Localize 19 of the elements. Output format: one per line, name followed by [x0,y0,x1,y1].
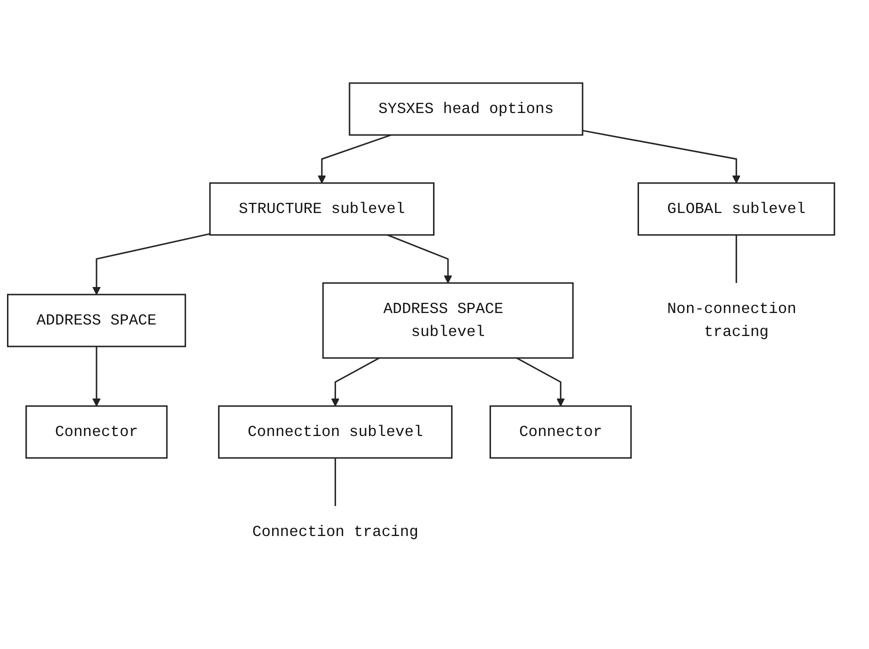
arrow [582,130,741,184]
arrow [387,234,452,284]
node-box: Connection sublevel [218,405,453,459]
connector [334,458,336,506]
arrow [318,134,392,184]
arrow [331,357,380,406]
arrow [92,346,101,406]
node-text: Connection tracing [252,523,418,541]
arrow [516,357,565,406]
node-box: Connector [25,405,168,459]
node-text: Non-connection tracing [667,300,796,341]
connector [736,234,738,283]
node-box: GLOBAL sublevel [638,182,836,236]
node-box: Connector [490,405,632,459]
node-box: ADDRESS SPACE [6,294,186,348]
node-box: ADDRESS SPACE sublevel [322,282,574,359]
node-box: STRUCTURE sublevel [209,182,434,236]
node-box: SYSXES head options [348,82,584,136]
arrow [92,233,210,295]
